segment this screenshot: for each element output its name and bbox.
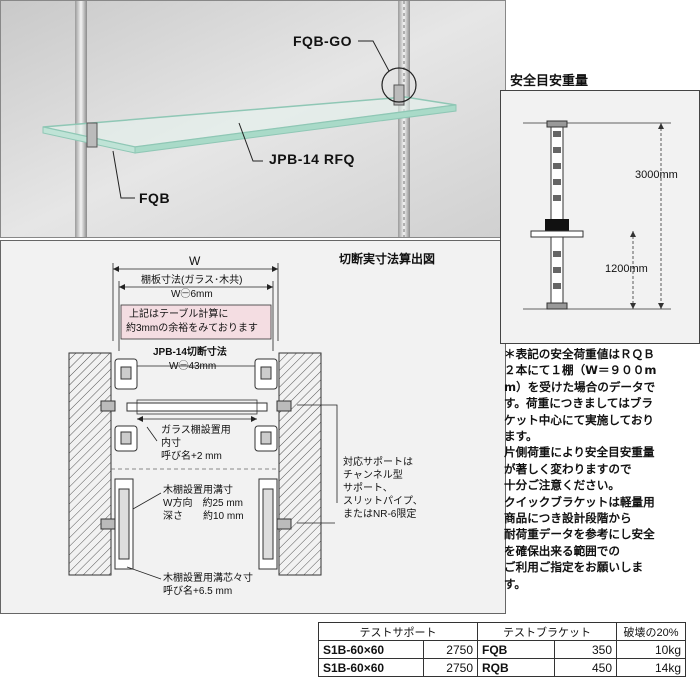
note-box-line1: 上記はテーブル計算に <box>129 309 229 320</box>
shelf-dim-value: W㊀6mm <box>171 289 213 300</box>
note-line: ＊表記の安全荷重値はＲＱＢ <box>504 347 655 361</box>
wood-core-label: 木棚設置用溝芯々寸 <box>163 573 253 584</box>
note-line: 十分ご注意ください。 <box>504 478 620 493</box>
table-header-row: テストサポート テストブラケット 破壊の20% <box>318 622 686 641</box>
note-line: ２本にて１棚（W＝９００m <box>504 363 657 378</box>
header-test-bracket: テストブラケット <box>477 622 617 641</box>
table-row: S1B-60×60 2750 RQB 450 14kg <box>317 658 686 677</box>
dim-1200: 1200mm <box>605 263 648 275</box>
table-row: S1B-60×60 2750 FQB 350 10kg <box>317 640 686 659</box>
label-fqb: FQB <box>139 190 171 206</box>
cell-support-val: 2750 <box>423 658 478 677</box>
shelf-dim-label: 棚板寸法(ガラス･木共) <box>141 275 243 286</box>
note-line: ます。 <box>504 429 538 444</box>
drawing-title: 切断実寸法算出図 <box>339 252 436 266</box>
wood-groove-depth: 深さ 約10 mm <box>163 511 244 522</box>
note-line: m）を受けた場合のデータで <box>504 379 656 394</box>
note-line: 耐荷重データを参考にし安全 <box>504 527 655 542</box>
dim-3000: 3000mm <box>635 169 678 181</box>
note-line: が著しく変わりますので <box>504 461 632 476</box>
glass-inner-label: 内寸 <box>161 438 181 449</box>
jpb-cut-label: JPB-14切断寸法 <box>153 347 227 358</box>
wood-core-value: 呼び名+6.5 mm <box>163 586 233 597</box>
cell-support: S1B-60×60 <box>317 640 425 659</box>
cut-dimension-svg <box>68 263 338 580</box>
header-load: 破壊の20% <box>616 622 686 641</box>
cell-support-val: 2750 <box>423 640 478 659</box>
support-note-2: チャンネル型 <box>343 470 403 481</box>
support-note-4: スリットパイプ、 <box>343 496 423 507</box>
wood-groove-width: W方向 約25 mm <box>163 498 243 509</box>
note-box-line2: 約3mmの余裕をみております <box>126 323 258 334</box>
support-note-5: またはNR-6限定 <box>343 509 417 520</box>
support-note-3: サポート、 <box>343 483 393 494</box>
note-line: ケット中心にて実施しており <box>504 412 655 427</box>
support-note-1: 対応サポートは <box>343 457 413 468</box>
cut-dimension-drawing: 切断実寸法算出図 W 棚板寸法(ガラス･木共) W㊀6mm 上記はテーブル計算に… <box>0 240 506 614</box>
width-label: W <box>189 254 201 268</box>
note-line: クイックブラケットは軽量用 <box>504 494 655 509</box>
wood-groove-label: 木棚設置用溝寸 <box>163 485 233 496</box>
note-line: す。荷重につきましてはブラ <box>504 396 653 411</box>
spec-table: テストサポート テストブラケット 破壊の20% S1B-60×60 2750 F… <box>317 622 686 677</box>
jpb-cut-value: W㊀43mm <box>169 361 217 372</box>
label-jpb-14-rfq: JPB-14 RFQ <box>269 151 355 167</box>
note-line: ご利用ご指定をお願いしま <box>504 560 644 575</box>
cell-bracket: FQB <box>477 640 555 659</box>
safety-notes: ＊表記の安全荷重値はＲＱＢ ２本にて１棚（W＝９００m m）を受けた場合のデータ… <box>504 346 698 592</box>
cell-load: 14kg <box>616 658 686 677</box>
shelf-photo-illustration <box>1 1 505 237</box>
glass-install-label: ガラス棚設置用 <box>161 425 231 436</box>
load-diagram: 3000mm 1200mm <box>500 90 700 344</box>
product-photo: FQB-GO JPB-14 RFQ FQB <box>0 0 506 238</box>
note-line: 商品につき設計段階から <box>504 511 632 526</box>
load-title: 安全目安重量 <box>510 74 589 89</box>
cell-bracket: RQB <box>477 658 555 677</box>
label-fqb-go: FQB-GO <box>293 33 352 49</box>
load-diagram-svg <box>523 120 671 310</box>
header-test-support: テストサポート <box>318 622 478 641</box>
cell-bracket-val: 350 <box>553 640 618 659</box>
cell-support: S1B-60×60 <box>317 658 425 677</box>
note-line: す。 <box>504 576 527 591</box>
cell-bracket-val: 450 <box>553 658 618 677</box>
glass-nominal-label: 呼び名+2 mm <box>161 451 222 462</box>
cell-load: 10kg <box>616 640 686 659</box>
note-line: を確保出来る範囲での <box>504 543 620 558</box>
note-line: 片側荷重により安全目安重量 <box>504 445 655 460</box>
